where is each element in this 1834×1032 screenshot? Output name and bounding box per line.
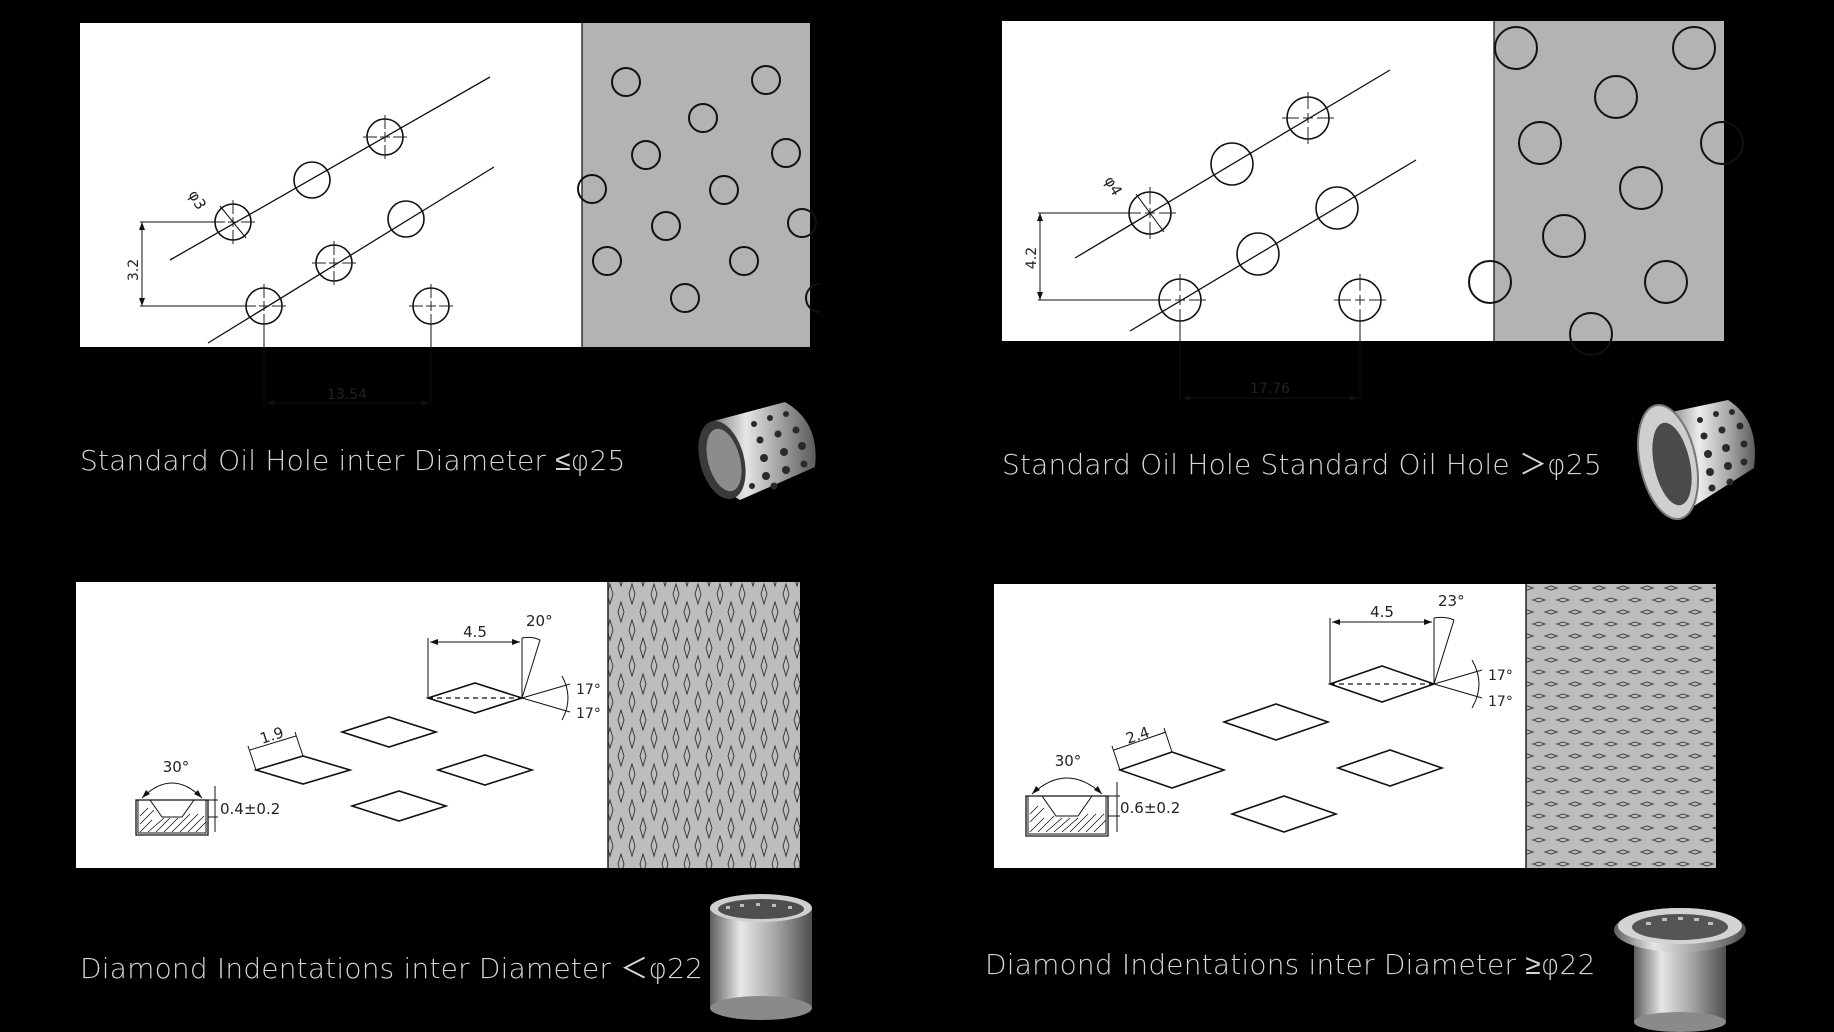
side-angle-b-label: 17°	[576, 706, 601, 722]
depth-label: 0.6±0.2	[1120, 799, 1180, 817]
diamond-small-caption: Diamond Indentations inter Diameter ＜φ22	[80, 952, 704, 985]
flanged-bushing-diamond-icon	[1614, 908, 1746, 1032]
side-angle-b-label: 17°	[1488, 694, 1513, 710]
depth-label: 0.4±0.2	[220, 800, 280, 818]
side-angle-a-label: 17°	[1488, 668, 1513, 684]
flanged-bushing-perforated-icon	[1637, 400, 1755, 521]
top-angle-label: 20°	[526, 612, 553, 630]
bushing-perforated-icon	[698, 402, 816, 500]
spacing-label: 13.54	[327, 387, 367, 403]
spacing-label: 17.76	[1250, 381, 1290, 397]
diamond-small-panel: 30° 0.4±0.2 1.9 4.5 20° 17° 17°	[76, 580, 816, 874]
diamond-large-panel: 30° 0.6±0.2 2.4 4.5 23° 17° 17°	[992, 582, 1752, 876]
oil-hole-large-caption: Standard Oil Hole Standard Oil Hole ＞φ25	[1002, 448, 1602, 481]
groove-angle-label: 30°	[1055, 752, 1082, 770]
oil-hole-small-caption: Standard Oil Hole inter Diameter ≤φ25	[80, 444, 626, 477]
oil-hole-small-panel: φ3 3.2 13.54	[80, 20, 835, 414]
groove-angle-label: 30°	[163, 758, 190, 776]
pitch-label: 4.2	[1024, 247, 1040, 269]
spacing-label: 4.5	[463, 623, 487, 641]
top-angle-label: 23°	[1438, 592, 1465, 610]
side-angle-a-label: 17°	[576, 682, 601, 698]
bushing-diamond-icon	[710, 894, 812, 1020]
spacing-label: 4.5	[1370, 603, 1394, 621]
drawing-area	[80, 23, 582, 347]
oil-hole-large-panel: φ4 4.2 17.76	[1000, 18, 1760, 412]
texture-area	[582, 23, 810, 347]
pitch-label: 3.2	[126, 259, 142, 281]
drawing-area	[1002, 21, 1494, 341]
diamond-large-caption: Diamond Indentations inter Diameter ≥φ22	[985, 948, 1596, 981]
